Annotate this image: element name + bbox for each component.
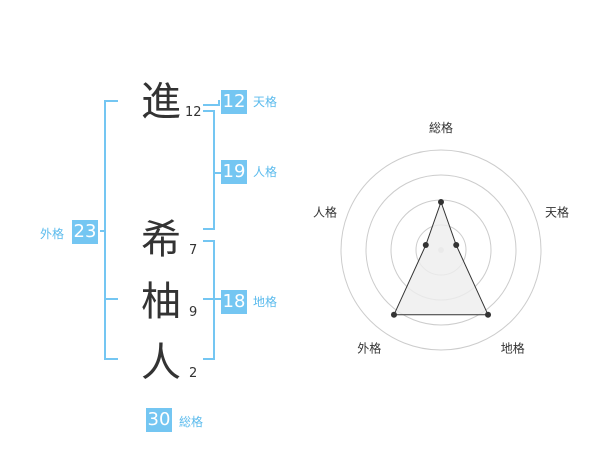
jinkaku-label: 人格 (253, 165, 278, 179)
tenkaku-bracket (203, 100, 220, 106)
tenkaku-label: 天格 (253, 95, 278, 109)
radar-axis-label: 人格 (313, 204, 337, 219)
stroke-count-1: 12 (185, 105, 202, 120)
radar-ring (340, 149, 542, 351)
radar-point (485, 311, 492, 318)
soukaku-label: 総格 (179, 415, 204, 429)
gaikaku-connector (100, 230, 106, 232)
soukaku-value: 30 (146, 408, 172, 432)
radar-point (390, 311, 397, 318)
gaikaku-label: 外格 (40, 227, 65, 241)
radar-axis-label: 外格 (357, 341, 381, 356)
radar-axis-label: 総格 (429, 120, 453, 135)
chikaku-value: 18 (221, 290, 247, 314)
stroke-count-4: 2 (189, 366, 198, 381)
radar-point (422, 242, 429, 249)
radar-point (453, 242, 460, 249)
stroke-count-2: 7 (189, 243, 198, 258)
gaikaku-value: 23 (72, 220, 98, 244)
tenkaku-value: 12 (221, 90, 247, 114)
chikaku-bracket (203, 240, 215, 360)
name-char-3: 柚 (141, 279, 181, 325)
name-char-1: 進 (141, 79, 181, 125)
name-char-4: 人 (141, 340, 181, 386)
chikaku-connector (214, 298, 221, 300)
jinkaku-bracket (203, 110, 215, 230)
chikaku-bracket-mid (203, 298, 215, 300)
radar-axis-label: 地格 (501, 341, 525, 356)
chikaku-label: 地格 (253, 295, 278, 309)
stroke-count-3: 9 (189, 305, 198, 320)
name-char-2: 希 (141, 217, 181, 263)
radar-axis-label: 天格 (545, 204, 569, 219)
gaikaku-bracket-mid (104, 298, 118, 300)
radar-point (438, 199, 444, 205)
jinkaku-connector (214, 172, 221, 174)
jinkaku-value: 19 (221, 160, 247, 184)
radar-ring (365, 174, 517, 326)
radar-polygon (393, 200, 489, 316)
